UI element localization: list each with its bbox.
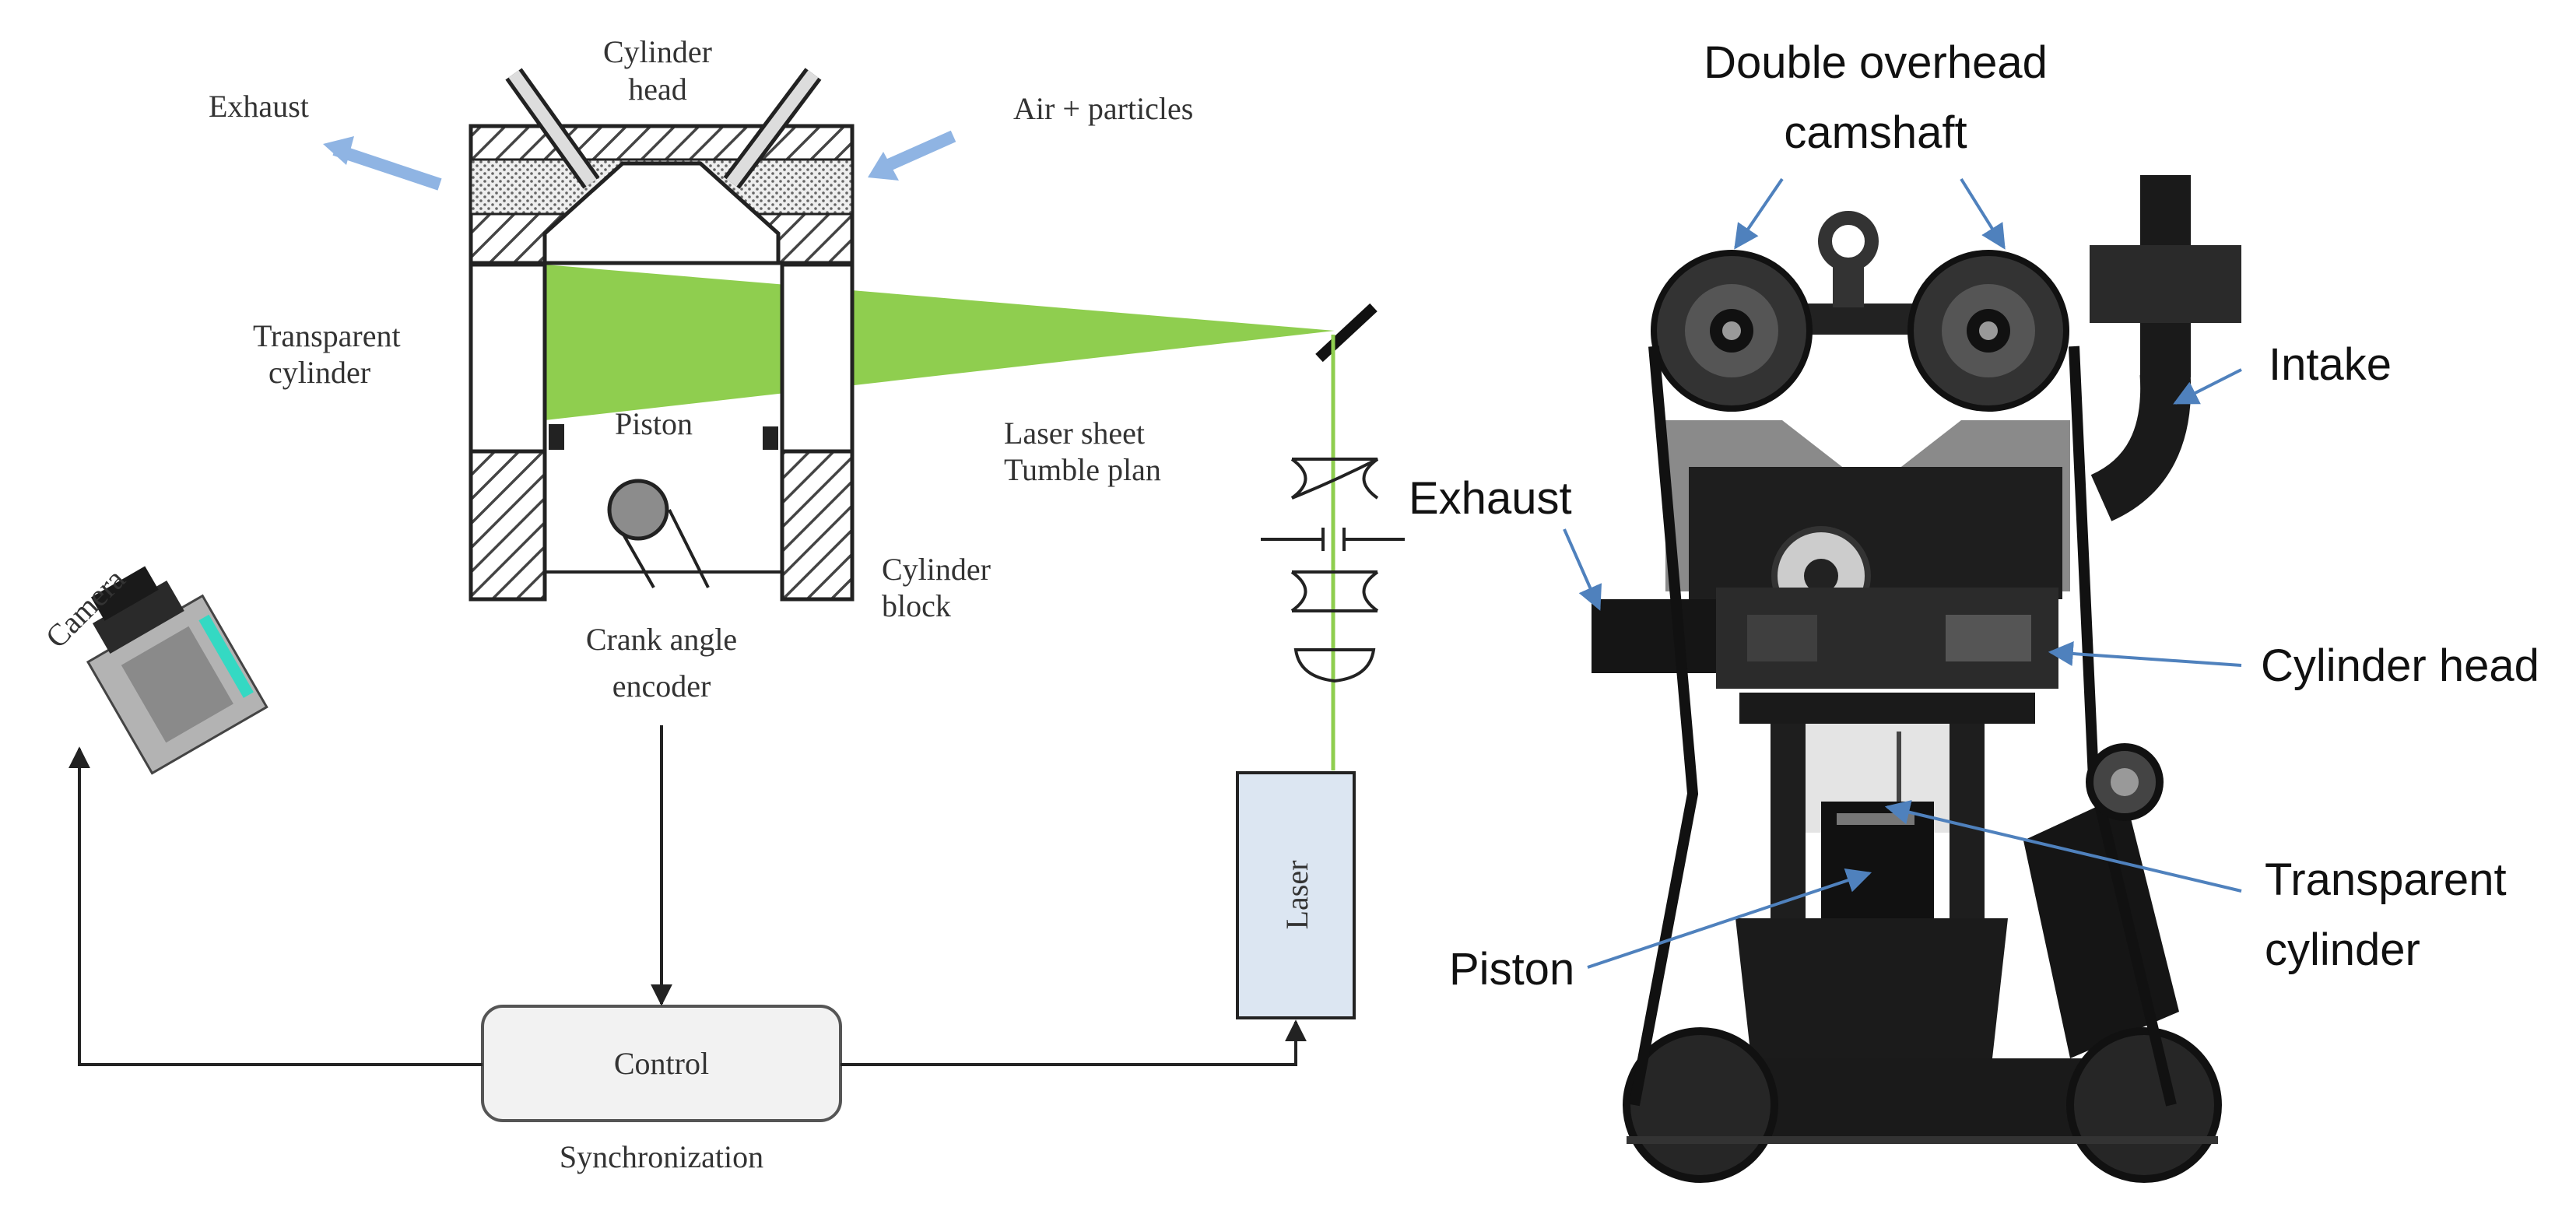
leader-intake [2173, 368, 2242, 405]
schematic-diagram: Cylinder head Exhaust Air + particles Tr… [39, 34, 1405, 1174]
label-laser-sheet-1: Laser sheet [1004, 416, 1145, 451]
camshaft-pulley-left [1651, 250, 1813, 412]
laser-mirror [1315, 303, 1377, 363]
control-to-laser-arrow [841, 1019, 1307, 1066]
lower-gear-right [2066, 1027, 2222, 1183]
cylinder-wall-right [780, 262, 855, 454]
label-crank-1: Crank angle [586, 622, 737, 657]
label-transparent-cylinder-1: Transparent [253, 318, 401, 353]
piston [549, 424, 778, 588]
label-cylinder-head-2: head [628, 72, 687, 107]
leader-camshaft-right [1960, 177, 2006, 250]
exhaust-pipe [1592, 599, 1732, 673]
label-piston-left: Piston [615, 406, 693, 441]
leader-camshaft-left [1734, 177, 1784, 250]
label-transparent-right-1: Transparent [2265, 854, 2507, 905]
label-piston-right: Piston [1449, 944, 1574, 995]
cylinder-wall-left [469, 262, 547, 454]
label-cylinder-block-1: Cylinder [882, 552, 991, 587]
laser-sheet [545, 265, 1335, 420]
label-synchronization: Synchronization [560, 1139, 763, 1174]
camshaft-pulley-right [1907, 250, 2069, 412]
leader-transparent-cylinder [1884, 800, 2242, 893]
label-laser-sheet-2: Tumble plan [1004, 452, 1161, 487]
label-cylinder-head-1: Cylinder [603, 34, 712, 69]
laser-box [1236, 771, 1356, 1019]
label-cylinder-block-2: block [882, 588, 951, 623]
intake-flow-arrow [880, 130, 956, 174]
label-control: Control [614, 1046, 709, 1081]
cylinder-block-right [780, 449, 855, 602]
leader-cylinder-head [2048, 641, 2242, 667]
leader-piston [1587, 868, 1872, 969]
label-camshaft: camshaft [1784, 107, 1967, 158]
optics [1261, 458, 1405, 683]
label-intake: Intake [2269, 339, 2392, 390]
label-crank-2: encoder [612, 668, 711, 703]
label-laser: Laser [1279, 861, 1314, 930]
cylinder-block-left [469, 449, 547, 602]
label-transparent-right-2: cylinder [2265, 925, 2420, 975]
label-cylinder-head-right: Cylinder head [2261, 640, 2539, 691]
label-exhaust-left: Exhaust [209, 89, 309, 124]
label-exhaust-right: Exhaust [1409, 473, 1572, 524]
label-transparent-cylinder-2: cylinder [268, 355, 370, 390]
engine-base [1735, 918, 2008, 1058]
label-air-particles: Air + particles [1013, 91, 1193, 126]
engine-photo: Double overhead camshaft Intake Exhaust … [1409, 37, 2539, 1183]
lifting-eye [1818, 211, 1879, 272]
camera [86, 566, 268, 775]
control-to-camera-arrow [68, 746, 483, 1066]
leader-exhaust [1563, 528, 1602, 611]
label-double-overhead: Double overhead [1704, 37, 2048, 88]
exhaust-flow-arrow [332, 143, 442, 191]
cylinder-head [469, 68, 855, 265]
